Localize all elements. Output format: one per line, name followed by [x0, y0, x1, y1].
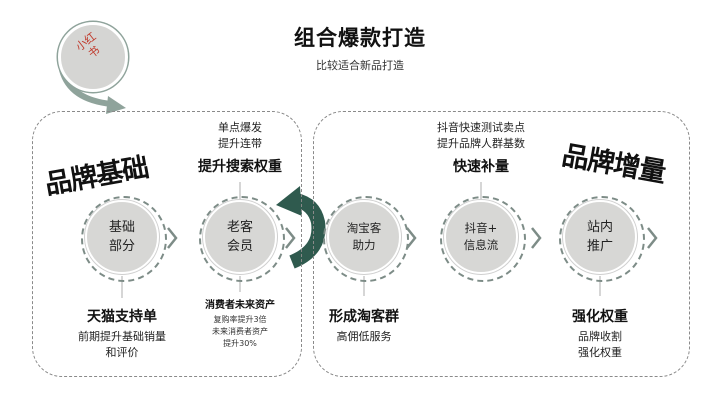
arrow-node3-icon [406, 227, 417, 249]
node-member-caption-1: 复购率提升3倍 [213, 315, 267, 324]
node-basic: 基础 部分 [85, 200, 159, 274]
node-onsite-caption-2: 强化权重 [578, 346, 622, 359]
node-onsite-caption-1: 品牌收割 [578, 330, 622, 343]
node-member-top-heading: 提升搜索权重 [198, 159, 282, 175]
node-basic-caption-2: 和评价 [105, 346, 139, 359]
arrow-node2-icon [285, 227, 296, 249]
node-douyin-top-1: 抖音快速测试卖点 [437, 121, 525, 134]
node2-ring [199, 196, 285, 282]
node-douyin: 抖音+ 信息流 [444, 200, 518, 274]
node-basic-line1: 基础 [108, 220, 135, 235]
node-onsite-line1: 站内 [586, 220, 613, 235]
node-member-line2: 会员 [226, 239, 253, 254]
node-taoke-heading: 形成淘客群 [329, 309, 399, 325]
node-douyin-top-heading: 快速补量 [453, 159, 509, 175]
node-douyin-line1: 抖音+ [464, 221, 498, 235]
node5-ring [559, 196, 645, 282]
node4-ring [440, 196, 526, 282]
arrow-node1-icon [167, 227, 178, 249]
node-member-line1: 老客 [226, 220, 253, 235]
xiaohongshu-badge [58, 22, 128, 92]
node-douyin-line2: 信息流 [463, 238, 499, 252]
page-title: 组合爆款打造 [294, 26, 426, 50]
node-member-heading: 消费者未来资产 [205, 300, 275, 311]
node-onsite-line2: 推广 [586, 239, 613, 254]
node-taoke-line1: 淘宝客 [346, 221, 382, 235]
transition-arrow-head-icon [276, 186, 302, 216]
node-member-caption-3: 提升30% [223, 339, 257, 348]
badge-arrow-head-icon [106, 96, 126, 114]
node-member: 老客 会员 [203, 200, 277, 274]
node-member-top-2: 提升连带 [218, 137, 262, 150]
arrow-node4-icon [531, 227, 542, 249]
node-onsite-heading: 强化权重 [572, 309, 628, 325]
node-taoke: 淘宝客 助力 [327, 200, 401, 274]
brand-growth-panel [313, 111, 690, 377]
node-taoke-caption: 高佣低服务 [336, 330, 392, 343]
node-onsite: 站内 推广 [563, 200, 637, 274]
node-basic-heading: 天猫支持单 [87, 309, 157, 325]
node-douyin-top-2: 提升品牌人群基数 [437, 137, 525, 150]
page-subtitle: 比较适合新品打造 [316, 59, 404, 72]
node3-ring [323, 196, 409, 282]
node-taoke-line2: 助力 [352, 238, 376, 252]
node-basic-line2: 部分 [108, 239, 135, 254]
brand-foundation-panel [32, 111, 302, 377]
node1-ring [81, 196, 167, 282]
node-member-caption-2: 未来消费者资产 [212, 327, 268, 336]
node-basic-caption-1: 前期提升基础销量 [78, 330, 166, 343]
arrow-node5-icon [647, 227, 658, 249]
node-member-top-1: 单点爆发 [218, 121, 262, 134]
transition-arrow-icon [289, 193, 326, 269]
